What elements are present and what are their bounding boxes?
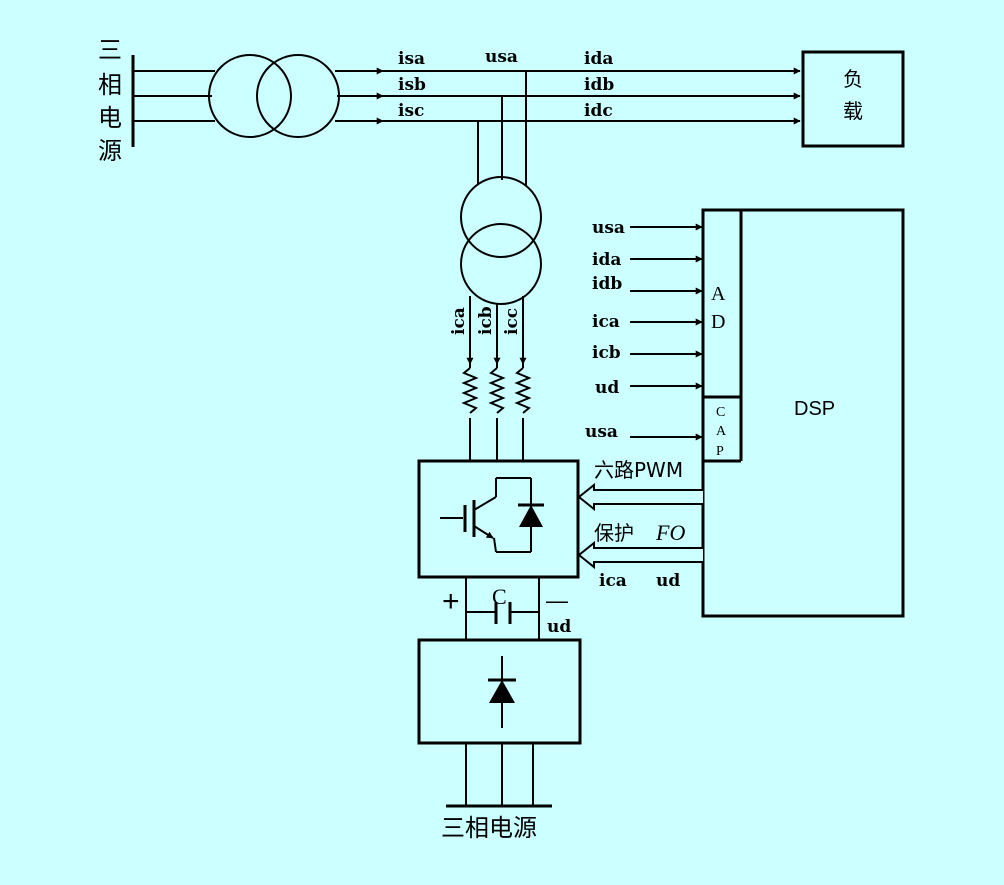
pwm-label: 六路PWM <box>594 458 683 482</box>
label-icb: icb <box>476 306 496 335</box>
grid-source-char-1: 三 <box>98 36 122 64</box>
dsp-input-idb: idb <box>592 274 622 294</box>
dc-plus: + <box>442 585 460 618</box>
label-idb: idb <box>584 75 614 95</box>
label-ica: ica <box>449 307 469 335</box>
label-isc: isc <box>398 101 424 121</box>
load-char-2: 载 <box>843 99 863 123</box>
dc-minus: — <box>546 588 568 613</box>
dc-link: + — C ud <box>442 577 571 640</box>
grid-source: 三 相 电 源 <box>98 36 135 165</box>
protect-arrow <box>577 540 703 570</box>
feedback-ica: ica <box>599 571 627 591</box>
label-isb: isb <box>398 75 426 95</box>
ad-char-a: A <box>711 283 726 305</box>
load-char-1: 负 <box>843 67 863 91</box>
cap-char-p: P <box>716 444 724 459</box>
inverter-box <box>417 459 580 579</box>
dsp-inputs <box>630 223 703 441</box>
grid-source-char-3: 电 <box>98 104 122 132</box>
protect-label: 保护 <box>594 521 634 545</box>
cap-char-c: C <box>716 405 725 420</box>
grid-source-char-2: 相 <box>98 71 122 99</box>
dsp-input-ida: ida <box>592 250 621 270</box>
source-lines <box>133 70 215 122</box>
ad-char-d: D <box>711 311 725 333</box>
inverter-diode-icon <box>519 505 543 527</box>
rectifier-box <box>417 638 582 745</box>
dsp-input-ud: ud <box>595 378 619 398</box>
coupling-taps <box>477 71 527 185</box>
dc-cap-label: C <box>492 584 507 609</box>
dsp-cap-input-usa: usa <box>585 422 618 442</box>
dsp-input-icb: icb <box>592 343 621 363</box>
main-transformer <box>208 54 340 138</box>
pwm-arrow <box>577 482 703 512</box>
fo-label: FO <box>655 520 685 545</box>
bottom-source: 三相电源 <box>441 743 552 842</box>
dc-voltage-label: ud <box>547 617 571 637</box>
feedback-ud: ud <box>656 571 680 591</box>
dsp-input-ica: ica <box>592 312 620 332</box>
rectifier-diode-icon <box>489 680 515 703</box>
label-ida: ida <box>584 49 613 69</box>
cap-char-a: A <box>716 424 727 439</box>
dsp-box: A D C A P DSP <box>701 208 905 618</box>
dsp-label: DSP <box>794 398 835 420</box>
dsp-input-usa: usa <box>592 218 625 238</box>
label-isa: isa <box>398 49 425 69</box>
label-usa-top: usa <box>485 47 518 67</box>
comp-lines <box>466 296 527 365</box>
bottom-source-label: 三相电源 <box>441 814 537 842</box>
grid-source-char-4: 源 <box>98 137 122 165</box>
inductors <box>461 364 532 460</box>
label-idc: idc <box>584 101 613 121</box>
coupling-transformer <box>460 176 542 305</box>
label-icc: icc <box>502 308 522 335</box>
load-box: 负 载 <box>801 50 905 148</box>
load-lines <box>335 67 801 125</box>
